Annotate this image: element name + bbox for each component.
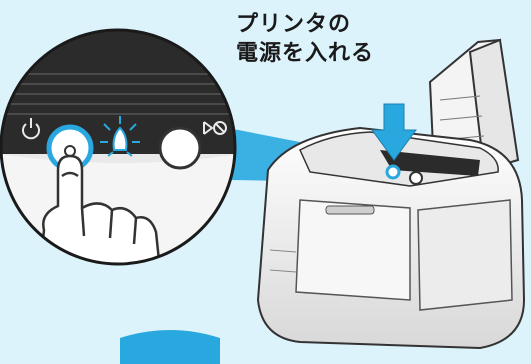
power-icon [22,118,40,140]
printer-body [256,126,526,350]
instruction-line-2: 電源を入れる [236,41,375,66]
down-arrow-icon [371,103,417,161]
instruction-caption: プリンタの 電源を入れる [236,10,436,68]
instruction-line-1: プリンタの [236,12,352,37]
resume-cancel-icon [203,121,227,135]
zoom-resume-button[interactable] [158,126,202,170]
printer-power-button[interactable] [385,164,401,180]
finger-icon [38,154,162,264]
paper-support [428,38,520,172]
power-lamp-icon [100,116,140,157]
continue-arrow-icon [120,330,220,364]
printer-resume-button[interactable] [409,171,423,185]
